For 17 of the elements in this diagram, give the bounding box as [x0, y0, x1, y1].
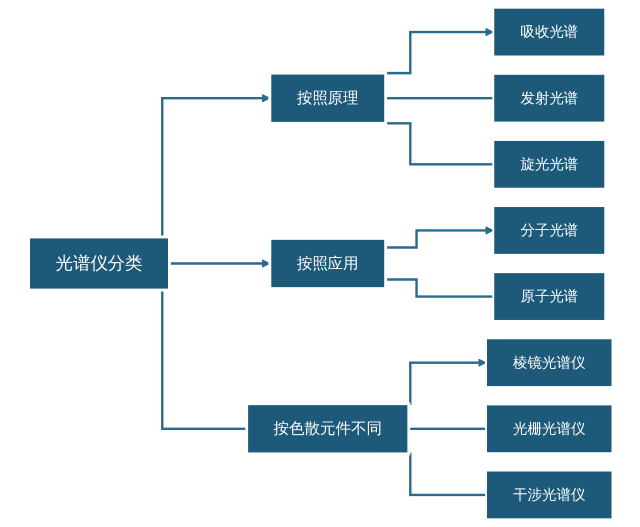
node-box: 按色散元件不同 — [244, 402, 410, 456]
node-box: 光谱仪分类 — [26, 236, 170, 292]
node-box: 棱镜光谱仪 — [484, 337, 613, 388]
node-box: 干涉光谱仪 — [484, 470, 613, 520]
node-box: 原子光谱 — [492, 271, 606, 322]
node-box: 旋光光谱 — [492, 139, 606, 190]
node-box: 光栅光谱仪 — [484, 403, 613, 454]
connector — [385, 278, 493, 298]
node-box: 分子光谱 — [492, 205, 606, 256]
node-box: 按照应用 — [268, 236, 387, 290]
arrow — [168, 259, 270, 268]
node-box: 发射光谱 — [492, 72, 606, 124]
node-box: 按照原理 — [268, 72, 387, 125]
connector — [385, 97, 493, 100]
connector — [408, 428, 486, 430]
arrow — [385, 226, 494, 249]
node-box: 吸收光谱 — [492, 6, 606, 58]
